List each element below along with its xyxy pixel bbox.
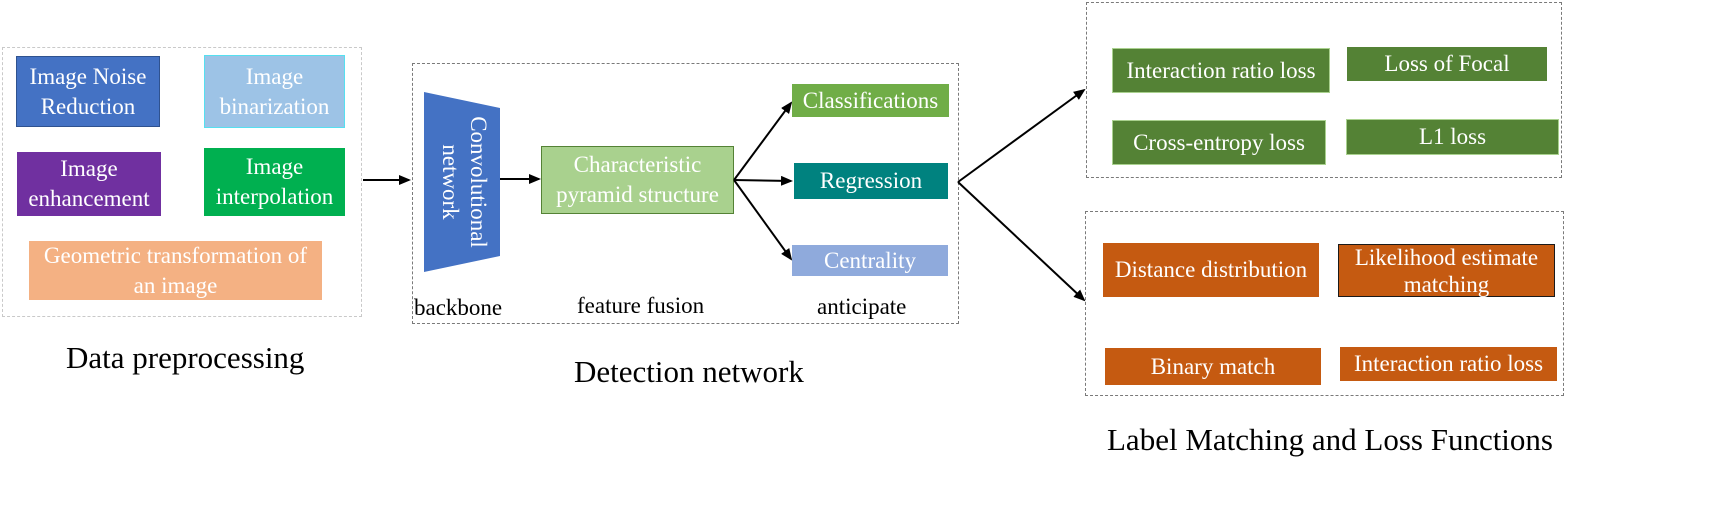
arrow-to-matching-panel — [957, 181, 1086, 302]
interpolation-box: Image interpolation — [204, 148, 345, 216]
loss-caption: Label Matching and Loss Functions — [1107, 422, 1553, 457]
geometric-line2: an image — [133, 272, 218, 298]
backbone-label: backbone — [414, 295, 503, 320]
enhancement-line2: enhancement — [28, 186, 150, 211]
preprocessing-panel — [2, 47, 362, 317]
pyramid-line1: Characteristic — [573, 152, 702, 177]
regression-box: Regression — [794, 163, 948, 199]
interaction-ratio-loss-box: Interaction ratio loss — [1112, 48, 1330, 93]
interpolation-line1: Image — [245, 154, 304, 179]
binarization-line2: binarization — [219, 93, 330, 119]
arrow-to-classifications — [733, 101, 793, 181]
backbone-trapezoid — [424, 92, 500, 272]
focal-loss-box: Loss of Focal — [1347, 47, 1547, 81]
anticipate-label: anticipate — [817, 294, 907, 319]
classifications-box: Classifications — [792, 84, 949, 117]
binary-match-box: Binary match — [1105, 348, 1321, 385]
detection-panel — [412, 63, 959, 324]
likelihood-line2: matching — [1403, 271, 1490, 297]
binarization-line1: Image — [245, 63, 304, 89]
enhancement-box: Image enhancement — [17, 152, 161, 216]
noise-reduction-line1: Image Noise — [29, 63, 147, 89]
l1-loss-box: L1 loss — [1346, 119, 1559, 155]
pyramid-structure-box: Characteristic pyramid structure — [541, 146, 734, 214]
loss-panel — [1086, 2, 1562, 178]
arrow-to-loss-panel — [957, 88, 1086, 183]
geometric-transformation-box: Geometric transformation of an image — [29, 241, 322, 300]
matching-panel — [1085, 211, 1564, 396]
distance-distribution-box: Distance distribution — [1103, 243, 1319, 297]
detection-caption: Detection network — [574, 354, 804, 389]
pyramid-line2: pyramid structure — [556, 182, 719, 207]
cross-entropy-loss-box: Cross-entropy loss — [1112, 120, 1326, 165]
geometric-line1: Geometric transformation of — [43, 242, 308, 268]
arrow-to-regression — [733, 175, 793, 186]
interpolation-line2: interpolation — [215, 184, 334, 209]
likelihood-line1: Likelihood estimate — [1354, 244, 1539, 270]
preprocessing-caption: Data preprocessing — [66, 340, 305, 375]
enhancement-line1: Image — [60, 156, 118, 181]
matching-interaction-ratio-box: Interaction ratio loss — [1340, 347, 1557, 381]
noise-reduction-line2: Reduction — [40, 93, 136, 119]
centrality-box: Centrality — [792, 245, 948, 276]
feature-fusion-label: feature fusion — [577, 293, 705, 318]
binarization-box: Image binarization — [204, 55, 345, 128]
arrow-to-centrality — [733, 179, 793, 261]
